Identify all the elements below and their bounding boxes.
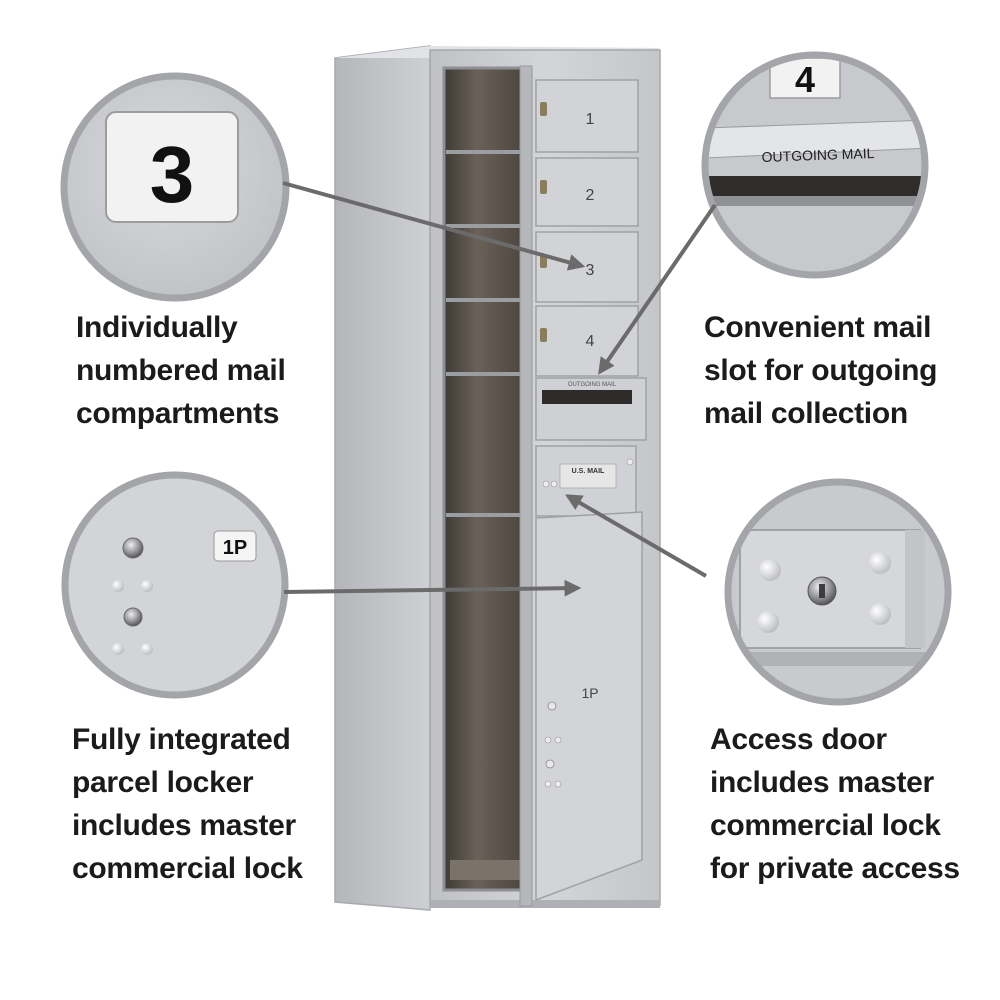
compartment-door-2: 2 <box>535 157 639 227</box>
compartment-label-4: 4 <box>586 333 595 350</box>
callout-outgoing-slot: OUTGOING MAIL 4 <box>701 51 929 279</box>
caption-line: Fully integrated <box>72 723 291 756</box>
usmail-tag: U.S. MAIL <box>572 468 605 475</box>
outgoing-plate-small: OUTGOING MAIL <box>568 382 617 388</box>
caption-line: parcel locker <box>72 766 254 799</box>
zoom-number-3: 3 <box>150 130 195 219</box>
arrow-outgoing <box>598 203 717 375</box>
mailbox-cabinet: 1 2 3 4 OUTGOING MAIL U.S. MAIL <box>334 45 661 911</box>
caption-line: compartments <box>76 397 280 430</box>
callout-arrows <box>282 181 717 597</box>
compartment-label-3: 3 <box>586 262 595 279</box>
caption-line: includes master <box>72 809 296 842</box>
caption-line: Convenient mail <box>704 311 932 344</box>
caption-parcel-locker: Fully integrated parcel locker includes … <box>72 718 303 890</box>
caption-line: mail collection <box>704 397 908 430</box>
caption-line: includes master <box>710 766 934 799</box>
arrow-parcel <box>283 579 582 597</box>
callout-access-door <box>724 478 952 706</box>
caption-line: numbered mail <box>76 354 286 387</box>
zoom-parcel-label: 1P <box>223 537 247 559</box>
caption-outgoing-slot: Convenient mail slot for outgoing mail c… <box>704 306 937 435</box>
arrow-access <box>565 494 708 578</box>
compartment-label-1: 1 <box>586 111 595 128</box>
compartment-door-1: 1 <box>535 79 639 153</box>
parcel-locker-door: 1P <box>535 511 643 902</box>
caption-line: commercial lock <box>710 809 941 842</box>
caption-line: slot for outgoing <box>704 354 938 387</box>
arrow-numbered <box>282 181 586 271</box>
zoom-number-4: 4 <box>795 59 815 100</box>
caption-access-door: Access door includes master commercial l… <box>710 718 960 890</box>
callout-numbered-compartments: 3 <box>60 72 290 302</box>
callout-parcel-locker: 1P <box>61 471 289 699</box>
outgoing-mail-slot: OUTGOING MAIL <box>535 377 647 441</box>
compartment-label-2: 2 <box>586 187 595 204</box>
zoom-outgoing-plate: OUTGOING MAIL <box>761 145 874 165</box>
caption-line: Access door <box>710 723 887 756</box>
caption-line: for private access <box>710 852 960 885</box>
caption-line: commercial lock <box>72 852 303 885</box>
caption-line: Individually <box>76 311 238 344</box>
compartment-door-3: 3 <box>535 231 639 303</box>
parcel-locker-label: 1P <box>581 685 598 701</box>
caption-numbered-compartments: Individually numbered mail compartments <box>76 306 286 435</box>
